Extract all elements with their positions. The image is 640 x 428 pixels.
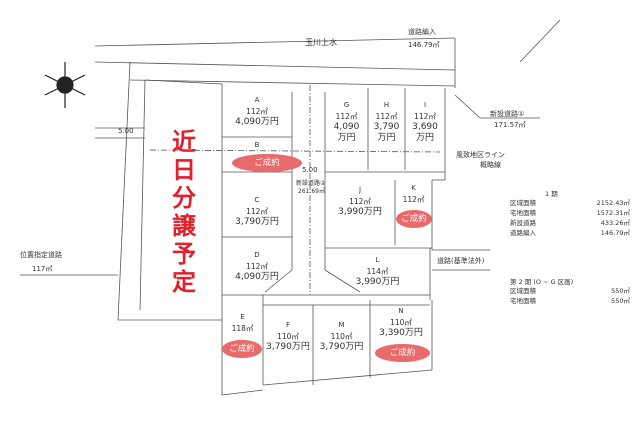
lot-area: 112㎡ <box>375 112 398 121</box>
new-road1-label: 新設道路① <box>490 110 525 118</box>
lot-k[interactable]: K 112㎡ <box>395 183 432 205</box>
lot-area: 112㎡ <box>349 197 371 206</box>
lot-area: 110㎡ <box>277 332 299 341</box>
phase1-title: 1 期 <box>545 190 558 198</box>
lot-e[interactable]: E 118㎡ <box>222 312 263 334</box>
road-incorp-area: 146.79㎡ <box>408 41 440 49</box>
lot-id: A <box>254 96 260 104</box>
lot-id: L <box>375 256 380 264</box>
lot-id: I <box>423 101 427 109</box>
summary-row: 区域面積 2152.43㎡ <box>510 198 630 208</box>
lot-price: 3,790万円 <box>319 342 364 352</box>
scenic-line-label: 風致地区ライン <box>456 151 505 159</box>
lot-price: 3,690 <box>412 122 438 132</box>
lot-price: 3,990万円 <box>338 207 382 217</box>
lot-area: 112㎡ <box>246 207 268 216</box>
lot-area: 118㎡ <box>231 324 254 333</box>
lot-price: 4,090万円 <box>235 117 279 127</box>
summary-row: 宅地面積 550㎡ <box>510 296 630 306</box>
summary-key: 宅地面積 <box>510 209 536 217</box>
phase2-title: 第 2 期 (O ~ G 区画) <box>510 278 574 286</box>
lot-id: H <box>383 101 390 109</box>
scenic-line-sub: 概略線 <box>480 161 501 169</box>
summary-value: 550㎡ <box>611 287 630 295</box>
lot-area: 114㎡ <box>366 267 389 276</box>
lot-id: C <box>254 196 260 204</box>
summary-key: 新設道路 <box>510 219 536 227</box>
lot-price-unit: 万円 <box>337 133 356 143</box>
canal-label: 玉川上水 <box>305 38 337 47</box>
lot-id: N <box>398 307 404 315</box>
width-label: 5.00 <box>118 127 134 135</box>
lot-id: B <box>254 141 260 149</box>
summary-key: 区域面積 <box>510 287 536 295</box>
lot-price-unit: 万円 <box>415 133 434 143</box>
lot-id: G <box>343 101 350 109</box>
road-width-label: 5.00 <box>302 166 318 174</box>
lot-price: 3,790万円 <box>235 217 279 227</box>
lot-b[interactable]: B <box>222 140 292 151</box>
lot-price: 4,090 <box>333 122 360 132</box>
lot-id: F <box>285 321 291 329</box>
lot-area: 112㎡ <box>335 112 358 121</box>
lot-price: 4,090万円 <box>235 272 279 282</box>
lot-area: 110㎡ <box>390 318 412 327</box>
lot-area: 112㎡ <box>246 107 268 116</box>
summary-row: 区域面積 550㎡ <box>510 286 630 296</box>
new-road1-area: 171.57㎡ <box>494 121 526 129</box>
lot-area: 110㎡ <box>330 332 353 341</box>
sold-badge: ご成約 <box>396 210 432 228</box>
designated-road-label: 位置指定道路 <box>20 251 62 259</box>
lot-price: 3,990万円 <box>355 277 400 287</box>
summary-row: 宅地面積 1572.31㎡ <box>510 208 630 218</box>
summary-value: 2152.43㎡ <box>596 199 630 207</box>
lot-area: 112㎡ <box>246 262 268 271</box>
lot-id: E <box>240 313 245 321</box>
summary-value: 146.79㎡ <box>600 229 630 237</box>
designated-road-area: 117㎡ <box>32 265 53 273</box>
lot-area: 112㎡ <box>414 112 436 121</box>
summary-row: 道路編入 146.79㎡ <box>510 228 630 238</box>
summary-row: 新設道路 433.26㎡ <box>510 218 630 228</box>
sold-badge: ご成約 <box>232 154 302 172</box>
summary-key: 宅地面積 <box>510 297 536 305</box>
lot-id: J <box>358 186 362 194</box>
summary-key: 区域面積 <box>510 199 536 207</box>
lot-id: K <box>411 184 416 192</box>
lot-id: M <box>338 321 345 329</box>
sold-badge: ご成約 <box>375 344 430 362</box>
lot-price: 3,790 <box>373 122 400 132</box>
lot-price: 3,790万円 <box>266 342 310 352</box>
summary-value: 550㎡ <box>611 297 630 305</box>
coming-soon-text: 近日分譲予定 <box>172 128 196 296</box>
lot-price: 3,390万円 <box>379 328 423 338</box>
sold-badge: ご成約 <box>222 340 262 358</box>
summary-key: 道路編入 <box>510 229 536 237</box>
lot-area: 112㎡ <box>402 195 425 204</box>
lot-price-unit: 万円 <box>377 133 396 143</box>
non-std-road-label: 道路(基準法外) <box>437 257 485 265</box>
new-road2-area: 261.69㎡ <box>298 188 325 195</box>
summary-value: 433.26㎡ <box>600 219 630 227</box>
lot-id: D <box>254 251 260 259</box>
new-road2-label: 新設道路② <box>296 180 326 187</box>
road-incorp-label: 道路編入 <box>408 28 436 36</box>
summary-value: 1572.31㎡ <box>596 209 630 217</box>
north-arrow-icon <box>44 62 86 108</box>
